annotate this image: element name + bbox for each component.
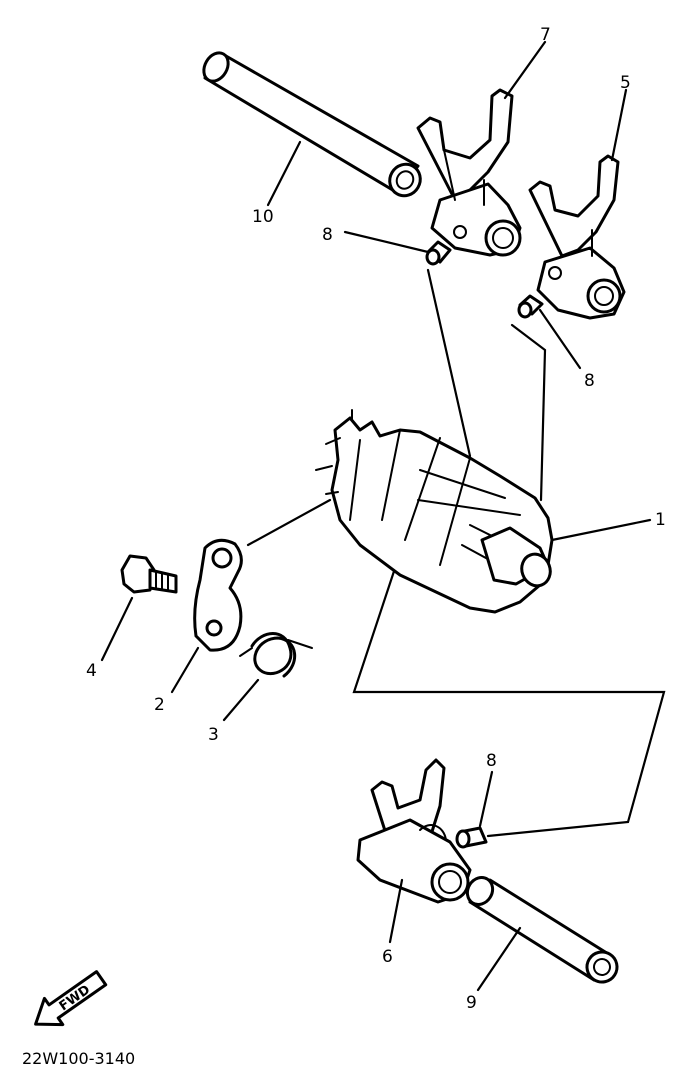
guide-bar-lower <box>465 876 619 984</box>
callout-2: 2 <box>154 695 165 715</box>
callout-8-middle: 8 <box>584 371 595 391</box>
bolt <box>120 554 178 594</box>
leader-lines <box>100 40 652 992</box>
drawing-code: 22W100-3140 <box>22 1049 135 1068</box>
callout-3: 3 <box>208 725 219 745</box>
torsion-spring <box>239 632 313 678</box>
callout-9: 9 <box>466 993 477 1013</box>
shift-cam-drum <box>315 409 554 614</box>
shift-fork-upper-left <box>416 88 522 257</box>
callout-6: 6 <box>382 947 393 967</box>
callout-4: 4 <box>86 661 97 681</box>
callout-8-upper: 8 <box>322 225 333 245</box>
callout-5: 5 <box>620 73 631 93</box>
callout-10: 10 <box>252 207 274 227</box>
shift-fork-upper-right <box>528 154 626 320</box>
callout-8-lower: 8 <box>486 751 497 771</box>
stopper-lever <box>193 538 243 652</box>
guide-pin-lower <box>455 826 488 849</box>
guide-bar-upper <box>202 51 422 198</box>
forward-arrow-icon: FWD <box>34 970 108 1027</box>
callout-1: 1 <box>655 510 666 530</box>
guide-pin-middle <box>517 294 544 319</box>
guide-pin-upper <box>425 240 452 266</box>
shift-fork-lower <box>356 758 472 904</box>
assembly-lines <box>246 268 666 838</box>
callout-7: 7 <box>540 25 551 45</box>
